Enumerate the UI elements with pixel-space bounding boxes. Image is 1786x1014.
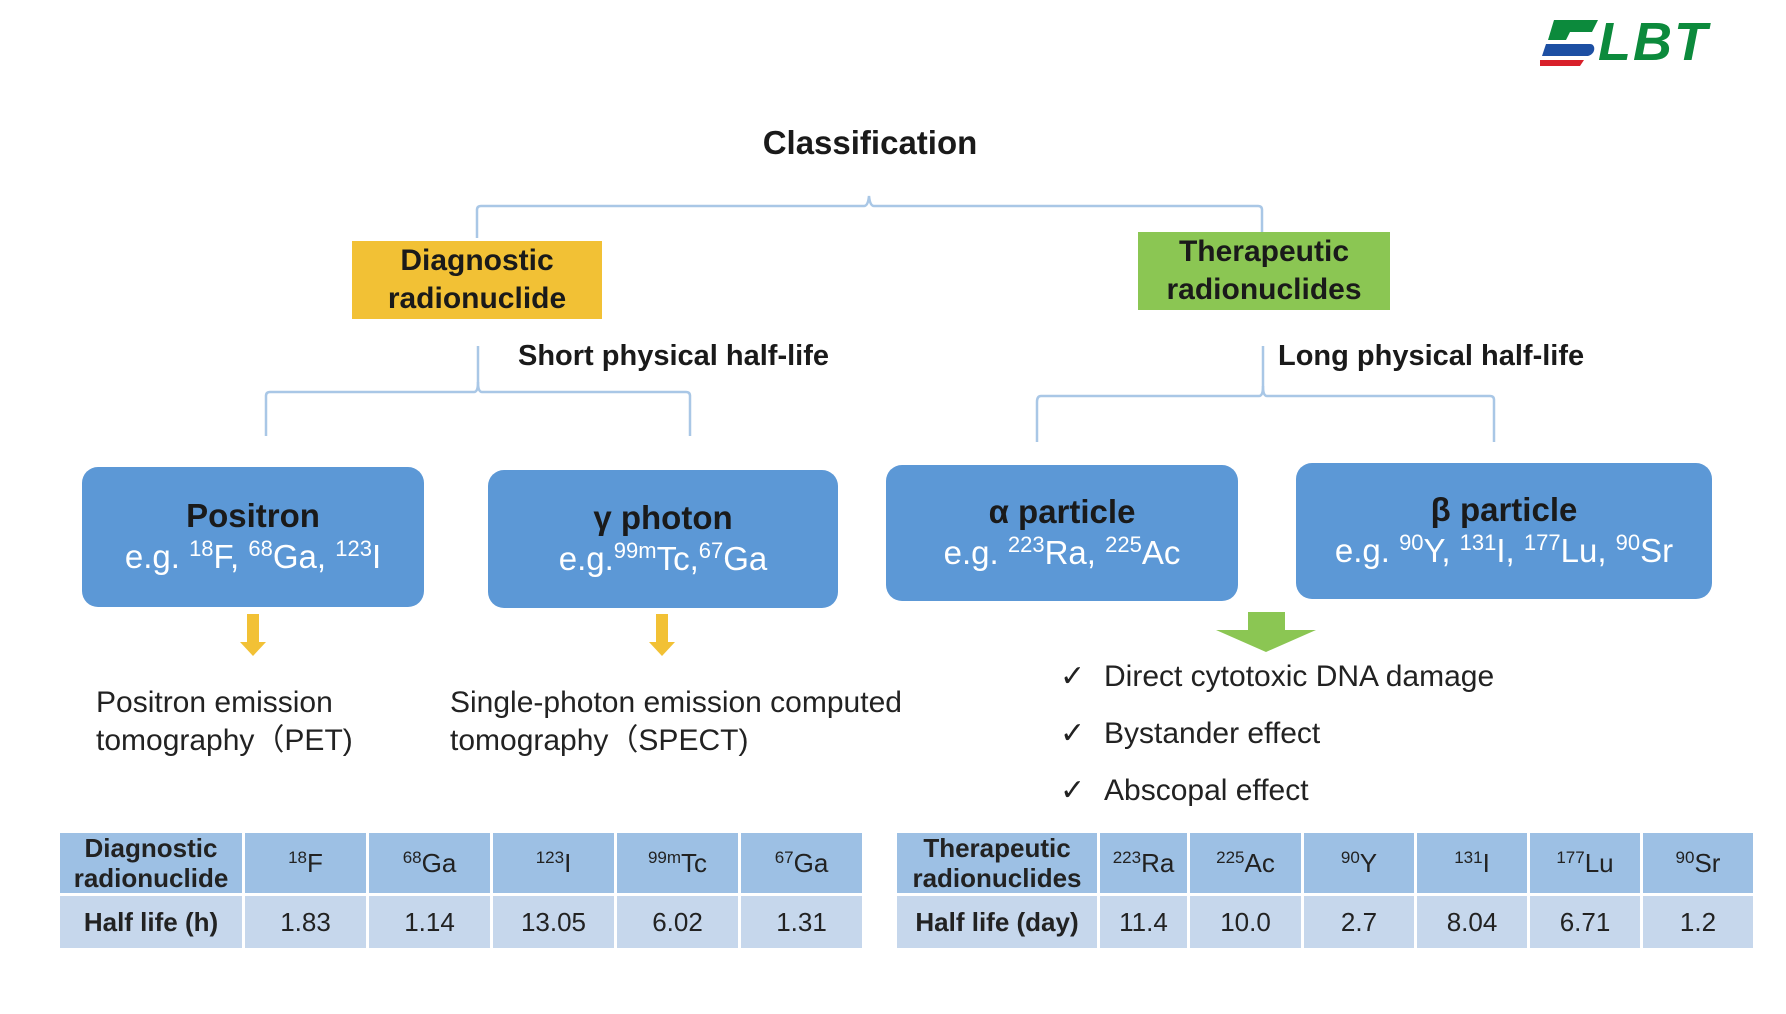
effects-list: ✓Direct cytotoxic DNA damage ✓Bystander …	[1060, 658, 1494, 810]
gamma-photon-examples: e.g.99mTc,67Ga	[558, 538, 768, 578]
row-label: Half life (h)	[60, 896, 242, 948]
nuclide-cell: 223Ra	[1100, 833, 1187, 893]
nuclide-cell: 177Lu	[1530, 833, 1640, 893]
check-icon: ✓	[1060, 660, 1086, 693]
positron-box: Positron e.g. 18F, 68Ga, 123I	[82, 467, 424, 607]
effect-item: ✓Bystander effect	[1060, 715, 1494, 753]
effect-item: ✓Direct cytotoxic DNA damage	[1060, 658, 1494, 696]
nuclide-cell: 225Ac	[1190, 833, 1301, 893]
nuclide-cell: 90Sr	[1643, 833, 1753, 893]
spect-down-arrow-icon	[649, 614, 675, 656]
positron-title: Positron	[186, 497, 320, 534]
green-down-arrow-icon	[1216, 612, 1316, 652]
logo-text: LBT	[1598, 12, 1709, 72]
value-cell: 1.31	[741, 896, 862, 948]
gamma-photon-box: γ photon e.g.99mTc,67Ga	[488, 470, 838, 608]
value-cell: 1.83	[245, 896, 366, 948]
lbt-logo: LBT	[1540, 14, 1740, 70]
beta-particle-title: β particle	[1430, 491, 1578, 528]
positron-examples: e.g. 18F, 68Ga, 123I	[124, 536, 382, 576]
nuclide-cell: 18F	[245, 833, 366, 893]
pet-description: Positron emission tomography（PET)	[96, 686, 353, 757]
alpha-particle-examples: e.g. 223Ra, 225Ac	[943, 532, 1181, 572]
value-cell: 1.14	[369, 896, 490, 948]
logo-mark-icon	[1540, 20, 1598, 66]
value-cell: 6.02	[617, 896, 738, 948]
short-half-life-label: Short physical half-life	[518, 340, 829, 372]
value-cell: 8.04	[1417, 896, 1527, 948]
diagram-title: Classification	[762, 124, 978, 161]
table-row: Half life (day) 11.4 10.0 2.7 8.04 6.71 …	[897, 896, 1753, 948]
effect-item: ✓Abscopal effect	[1060, 772, 1494, 810]
nuclide-cell: 90Y	[1304, 833, 1414, 893]
nuclide-cell: 99mTc	[617, 833, 738, 893]
pet-down-arrow-icon	[240, 614, 266, 656]
therapeutic-tag-label: Therapeutic radionuclides	[1166, 235, 1362, 306]
nuclide-cell: 131I	[1417, 833, 1527, 893]
value-cell: 13.05	[493, 896, 614, 948]
diagnostic-tag-label: Diagnostic radionuclide	[387, 244, 567, 315]
long-half-life-label: Long physical half-life	[1278, 340, 1585, 372]
diagnostic-radionuclide-tag: Diagnostic radionuclide	[352, 241, 602, 319]
row-label: Half life (day)	[897, 896, 1097, 948]
check-icon: ✓	[1060, 774, 1086, 807]
gamma-photon-title: γ photon	[593, 499, 733, 536]
value-cell: 2.7	[1304, 896, 1414, 948]
beta-particle-box: β particle e.g. 90Y, 131I, 177Lu, 90Sr	[1296, 463, 1712, 599]
table-row: Half life (h) 1.83 1.14 13.05 6.02 1.31	[60, 896, 862, 948]
alpha-particle-title: α particle	[988, 493, 1136, 530]
nuclide-cell: 123I	[493, 833, 614, 893]
alpha-particle-box: α particle e.g. 223Ra, 225Ac	[886, 465, 1238, 601]
value-cell: 11.4	[1100, 896, 1187, 948]
value-cell: 6.71	[1530, 896, 1640, 948]
nuclide-cell: 68Ga	[369, 833, 490, 893]
therapeutic-radionuclides-tag: Therapeutic radionuclides	[1138, 232, 1390, 310]
nuclide-cell: 67Ga	[741, 833, 862, 893]
spect-description: Single-photon emission computed tomograp…	[450, 686, 902, 757]
value-cell: 1.2	[1643, 896, 1753, 948]
value-cell: 10.0	[1190, 896, 1301, 948]
check-icon: ✓	[1060, 717, 1086, 750]
beta-particle-examples: e.g. 90Y, 131I, 177Lu, 90Sr	[1334, 530, 1674, 570]
